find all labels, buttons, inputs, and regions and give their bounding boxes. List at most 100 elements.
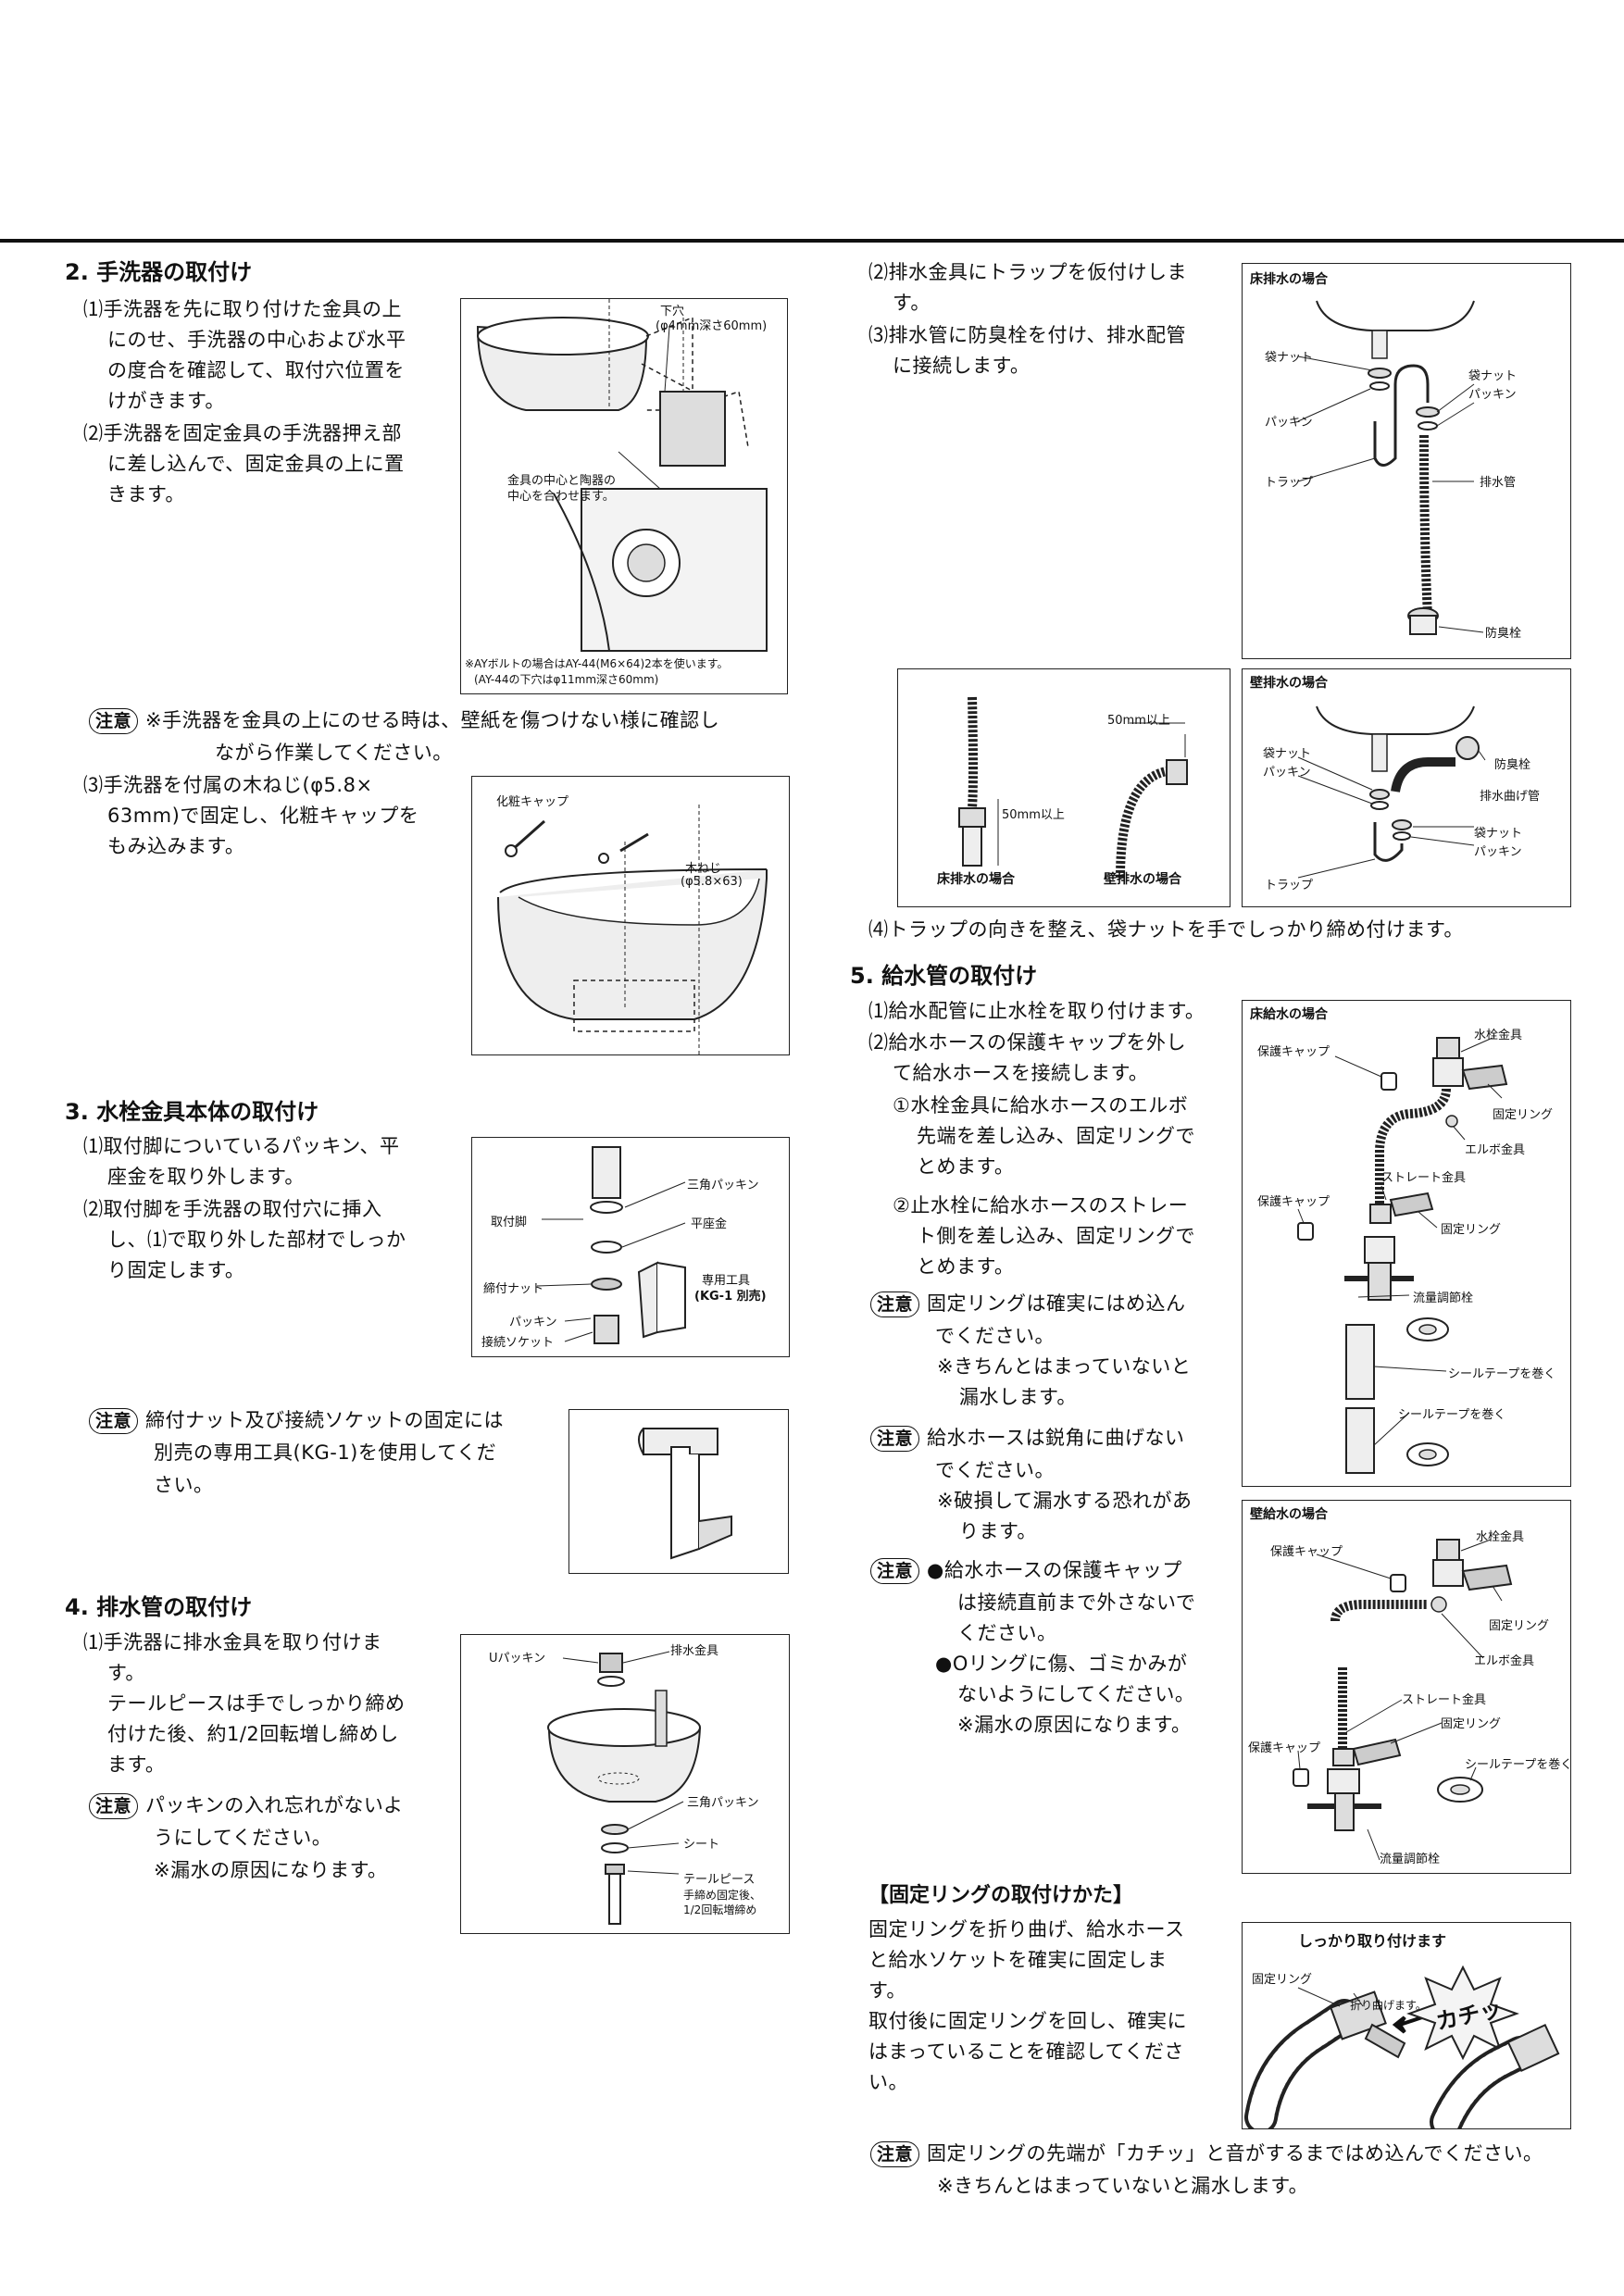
s3-paragraph-2: ⑵取付脚を手洗器の取付穴に挿入 し、⑴で取り外した部材でしっか り固定します。 xyxy=(83,1198,406,1281)
s4-note-3: ※漏水の原因になります。 xyxy=(154,1859,388,1881)
hole-label: 下穴 xyxy=(660,305,685,318)
u-packing-label: Uパッキン xyxy=(489,1652,546,1666)
ring-label: 固定リング xyxy=(1493,1108,1554,1122)
r-paragraph-2: ⑵排水金具にトラップを仮付けしま す。 xyxy=(868,261,1187,314)
tri-packing-label: 三角パッキン xyxy=(687,1796,759,1810)
section-2-heading: 2. 手洗器の取付け xyxy=(65,259,253,285)
washer-label: 平座金 xyxy=(691,1217,728,1231)
packing-label: パッキン xyxy=(1265,416,1313,430)
s3-figure: 三角パッキン 取付脚 平座金 締付ナット 専用工具 (KG-1 別売) パッキン… xyxy=(471,1137,790,1357)
wall-drain-title: 壁排水の場合 xyxy=(1250,676,1328,691)
center-note-2: 中心を合わせます。 xyxy=(507,490,615,504)
floor-supply-title: 床給水の場合 xyxy=(1250,1007,1328,1022)
s2-note: 注意※手洗器を金具の上にのせる時は、壁紙を傷つけない様に確認し xyxy=(89,705,719,736)
s5-note-1: 注意固定リングは確実にはめ込ん xyxy=(870,1289,1186,1319)
tool-note: (KG-1 別売) xyxy=(694,1290,767,1304)
faucet-fitting-label: 水栓金具 xyxy=(1474,1029,1523,1042)
section-3-heading: 3. 水栓金具本体の取付け xyxy=(65,1099,319,1125)
cap-label: 保護キャップ xyxy=(1270,1545,1343,1559)
pipe-label: 排水管 xyxy=(1480,476,1517,490)
section-5-heading: 5. 給水管の取付け xyxy=(850,963,1038,989)
straight-fitting-label: ストレート金具 xyxy=(1381,1171,1467,1185)
caution-badge: 注意 xyxy=(870,2141,920,2167)
floor-drain-caption: 床排水の場合 xyxy=(937,872,1015,887)
length-label-wall: 50mm以上 xyxy=(1107,714,1170,728)
s5-note-3: 注意●給水ホースの保護キャップ xyxy=(870,1555,1182,1586)
tape-label: シールテープを巻く xyxy=(1465,1758,1573,1772)
caution-badge: 注意 xyxy=(89,1793,139,1819)
r-paragraph-4: ⑷トラップの向きを整え、袋ナットを手でしっかり締め付けます。 xyxy=(868,918,1464,941)
s4-paragraph-1: ⑴手洗器に排水金具を取り付けま す。 テールピースは手でしっかり締め 付けた後、… xyxy=(83,1631,406,1776)
s4-figure: Uパッキン 排水金具 三角パッキン シート テールピース 手締め固定後、 1/2… xyxy=(460,1634,790,1934)
s5-paragraph-2: ⑵給水ホースの保護キャップを外し て給水ホースを接続します。 xyxy=(868,1031,1186,1084)
ring-label-2: 固定リング xyxy=(1441,1717,1502,1731)
bag-nut-label: 袋ナット xyxy=(1263,747,1312,761)
ring-heading: 【固定リングの取付けかた】 xyxy=(868,1884,1134,1907)
s2-figure-2: 化粧キャップ 木ねじ (φ5.8×63) xyxy=(471,776,790,1055)
tool-label: 専用工具 xyxy=(702,1274,751,1288)
ring-figure-title: しっかり取り付けます xyxy=(1298,1932,1447,1950)
ring-label: 固定リング xyxy=(1489,1619,1550,1633)
bag-nut-label-2: 袋ナット xyxy=(1474,827,1523,841)
s3-note: 注意締付ナット及び接続ソケットの固定には xyxy=(89,1405,504,1436)
figure-footnote-2: (AY-44の下穴はφ11mm深さ60mm) xyxy=(474,673,659,686)
s2-note-cont: ながら作業してください。 xyxy=(215,742,453,764)
s4-note-2: うにしてください。 xyxy=(154,1827,332,1849)
odor-trap-label: 防臭栓 xyxy=(1485,627,1522,641)
fold-label: 折り曲げます。 xyxy=(1350,1999,1427,2012)
caution-badge: 注意 xyxy=(870,1292,920,1317)
faucet-fitting-label: 水栓金具 xyxy=(1476,1530,1525,1544)
floor-drain-figure: 床排水の場合 袋ナット 袋ナット パッキン パッキン トラップ 排水管 防臭栓 xyxy=(1242,263,1571,659)
tape-label-2: シールテープを巻く xyxy=(1398,1408,1506,1422)
cap-label: 保護キャップ xyxy=(1257,1045,1330,1059)
packing-label: パッキン xyxy=(1263,766,1311,780)
ring-paragraph: 固定リングを折り曲げ、給水ホース と給水ソケットを確実に固定しま す。 取付後に… xyxy=(868,1918,1187,2093)
top-rule xyxy=(0,239,1624,243)
tailpiece-label: テールピース xyxy=(683,1873,756,1887)
s5-note-2: 注意給水ホースは鋭角に曲げない xyxy=(870,1423,1184,1454)
figure-footnote-1: ※AYボルトの場合はAY-44(M6×64)2本を使います。 xyxy=(465,657,729,670)
elbow-fitting-label: エルボ金具 xyxy=(1474,1654,1535,1668)
s5-note-3-cont: は接続直前まで外さないで ください。 ●Oリングに傷、ゴミかみが ないようにして… xyxy=(935,1591,1196,1736)
bag-nut-label-2: 袋ナット xyxy=(1468,369,1518,383)
caution-badge: 注意 xyxy=(89,708,139,734)
ring-label-2: 固定リング xyxy=(1441,1223,1502,1237)
s2-paragraph-3: ⑶手洗器を付属の木ねじ(φ5.8× 63mm)で固定し、化粧キャップを もみ込み… xyxy=(83,774,419,857)
tri-packing-label: 三角パッキン xyxy=(687,1179,759,1192)
trap-label: トラップ xyxy=(1265,476,1314,490)
packing-label-2: パッキン xyxy=(1474,845,1522,859)
floor-supply-figure: 床給水の場合 水栓金具 保護キャップ 固定リング エルボ金具 ストレート金具 保… xyxy=(1242,1000,1571,1487)
tape-label: シールテープを巻く xyxy=(1448,1367,1556,1381)
section-4-heading: 4. 排水管の取付け xyxy=(65,1594,253,1620)
s3-note-3: さい。 xyxy=(154,1474,214,1496)
nut-label: 締付ナット xyxy=(483,1282,544,1296)
drain-length-figure: 50mm以上 50mm以上 床排水の場合 壁排水の場合 xyxy=(897,668,1230,907)
screw-spec: (φ5.8×63) xyxy=(681,875,743,889)
ring-note-2: ※きちんとはまっていないと漏水します。 xyxy=(937,2175,1309,2197)
drain-label: 排水金具 xyxy=(670,1644,719,1658)
s2-paragraph-1: ⑴手洗器を先に取り付けた金具の上 にのせ、手洗器の中心および水平 の度合を確認し… xyxy=(83,298,406,412)
s3-paragraph-1: ⑴取付脚についているパッキン、平 座金を取り外します。 xyxy=(83,1135,400,1188)
s5-step-2: ②止水栓に給水ホースのストレー ト側を差し込み、固定リングで とめます。 xyxy=(893,1194,1195,1278)
cap-label-2: 保護キャップ xyxy=(1257,1195,1330,1209)
straight-fitting-label: ストレート金具 xyxy=(1402,1693,1487,1707)
ring-note: 注意固定リングの先端が「カチッ」と音がするまではめ込んでください。 xyxy=(870,2139,1543,2169)
tail-note-1: 手締め固定後、 xyxy=(683,1889,762,1902)
s5-paragraph-1: ⑴給水配管に止水栓を取り付けます。 xyxy=(868,1000,1206,1022)
s3-tool-figure xyxy=(568,1409,789,1574)
packing-label: パッキン xyxy=(509,1316,557,1329)
cap-label: 化粧キャップ xyxy=(496,795,569,809)
s4-note: 注意パッキンの入れ忘れがないよ xyxy=(89,1791,403,1821)
caution-badge: 注意 xyxy=(870,1558,920,1584)
elbow-fitting-label: エルボ金具 xyxy=(1465,1143,1526,1157)
ring-figure: しっかり取り付けます 固定リング 折り曲げます。 カチッ xyxy=(1242,1922,1571,2129)
bag-nut-label: 袋ナット xyxy=(1265,351,1314,365)
s2-paragraph-2: ⑵手洗器を固定金具の手洗器押え部 に差し込んで、固定金具の上に置 きます。 xyxy=(83,422,405,505)
odor-trap-label: 防臭栓 xyxy=(1494,758,1531,772)
ring-label: 固定リング xyxy=(1252,1973,1313,1987)
floor-drain-title: 床排水の場合 xyxy=(1250,272,1328,287)
sheet-label: シート xyxy=(683,1838,720,1852)
elbow-label: 排水曲げ管 xyxy=(1480,790,1541,804)
wall-supply-figure: 壁給水の場合 水栓金具 保護キャップ 固定リング エルボ金具 ストレート金具 固… xyxy=(1242,1500,1573,1874)
s2-figure-1: 下穴 (φ4mm深さ60mm) 金具の中心と陶器の 中心を合わせます。 ※AYボ… xyxy=(460,298,788,694)
